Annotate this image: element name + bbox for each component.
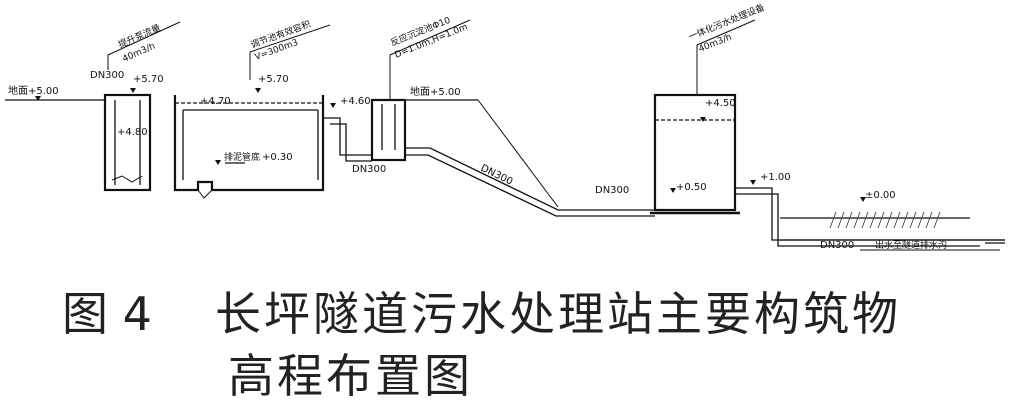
label-level-480: +4.80 [117,127,148,138]
leader-1-top: 提升泵流量 [116,21,162,50]
grit-chamber [103,93,152,192]
pipe-outlet [735,187,1005,247]
label-level-050: +0.50 [676,182,707,193]
label-level-030: +0.30 [262,152,293,163]
label-pipe-slope: DN300 [479,163,515,188]
label-level-460: +4.60 [340,96,371,107]
figure-title-line2: 高程布置图 [228,349,473,403]
leader-line-3 [389,19,471,100]
label-level-000: ±0.00 [865,190,896,201]
label-sludge-pipe: 排泥管底 [224,151,260,163]
label-ground-left: 地面+5.00 [8,84,59,97]
label-outlet-note: 出水至隧道排水沟 [875,239,947,251]
reaction-tank [370,98,407,162]
level-markers [35,88,866,202]
figure-number: 图 4 [62,287,152,341]
leader-line-2 [249,24,331,80]
figure-title-line1: 长坪隧道污水处理站主要构筑物 [215,287,901,341]
label-inlet-pipe: DN300 [90,70,124,81]
treatment-unit [650,93,740,215]
leader-line-4 [696,19,756,95]
label-ground-mid: 地面+5.00 [410,85,461,98]
label-pipe-mid: DN300 [352,164,386,175]
pipe-to-reaction-tank [323,117,372,162]
regulating-tank [173,95,325,199]
label-level-570a: +5.70 [133,74,164,85]
label-level-570b: +5.70 [258,74,289,85]
label-pipe-out: DN300 [820,240,854,251]
pipe-slope [405,99,655,217]
elevation-diagram: 地面+5.00 DN300 +5.70 +4.80 +5.70 +4.70 +4… [5,1,1005,251]
leader-line-1 [107,21,181,70]
label-level-450: +4.50 [705,98,736,109]
soil-hatch [829,211,941,229]
label-level-470: +4.70 [200,96,231,107]
label-level-100: +1.00 [760,172,791,183]
label-pipe-low: DN300 [595,185,629,196]
